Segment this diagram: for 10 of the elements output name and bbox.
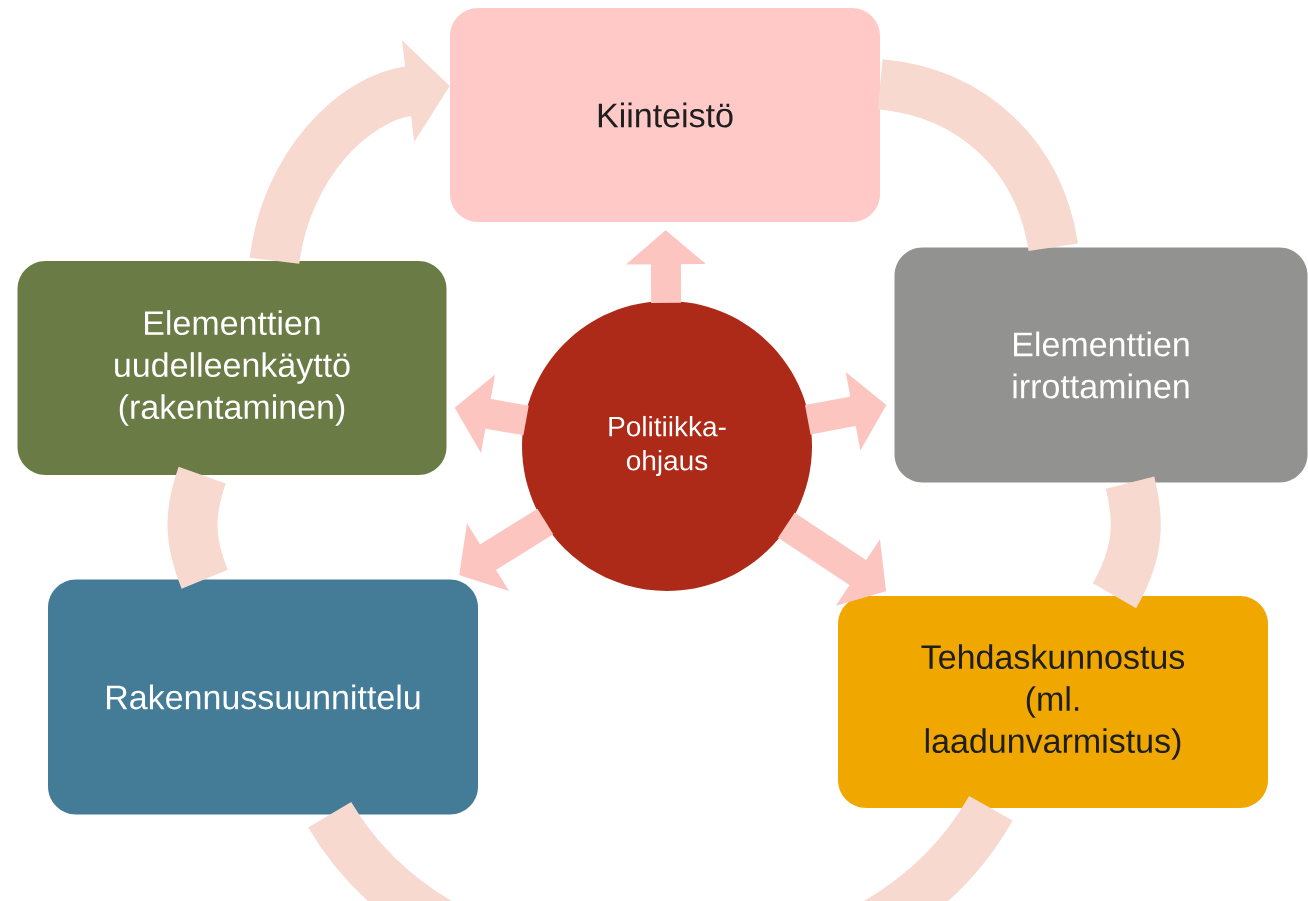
cycle-band: [1092, 477, 1161, 608]
cycle-band: [876, 59, 1078, 253]
process-box: Rakennussuunnittelu: [48, 579, 478, 815]
process-box: Elementtien irrottaminen: [894, 247, 1308, 483]
cycle-band: [309, 793, 1012, 901]
process-box: Tehdaskunnostus (ml. laadunvarmistus): [838, 596, 1268, 808]
process-box: Elementtien uudelleenkäyttö (rakentaminen): [17, 261, 447, 475]
cycle-band: [167, 467, 229, 589]
block-arrow: [459, 508, 554, 592]
process-box: Kiinteistö: [450, 8, 880, 222]
